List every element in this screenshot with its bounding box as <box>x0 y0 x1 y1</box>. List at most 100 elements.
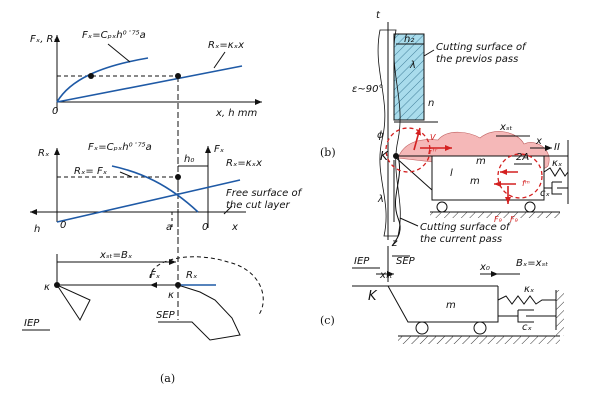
panel-a: Fₓ, Rₓ Fₓ=Cₚₓh⁰˙⁷⁵a Rₓ=κₓx 0 x, h mm Rₓ … <box>22 30 304 385</box>
b-wheel-right <box>524 201 536 213</box>
mid-intersection-point <box>175 174 181 180</box>
c-xst-label: xₛₜ <box>379 270 393 281</box>
b-damper <box>544 181 568 195</box>
b-cutting-prev-label: Cutting surface of the previos pass <box>436 42 529 65</box>
top-formula-leader <box>107 43 131 63</box>
b-cx-label: cₓ <box>540 188 550 199</box>
c-k-label: K <box>368 289 378 304</box>
b-lambda1-label: λ <box>409 60 416 71</box>
panel-c-lines <box>352 246 564 344</box>
b-epsilon-label: ε~90° <box>352 84 384 95</box>
b-m-label: m <box>476 156 486 167</box>
iep-tool-shape <box>55 283 91 322</box>
panel-a-bottom <box>22 254 264 341</box>
mid-formula-f: Fₓ=Cₚₓh⁰˙⁷⁵a <box>88 142 152 153</box>
mid-y-axis-right-label: Fₓ <box>214 144 225 155</box>
mid-h-left-label: h <box>34 224 40 235</box>
c-wheel-right <box>473 321 487 335</box>
b-ffr-arrow <box>413 127 422 151</box>
bottom-iep-label: IEP <box>24 318 40 329</box>
b-v-label: V <box>430 133 436 142</box>
b-fg1-label: F₉ <box>494 215 503 224</box>
b-x-label: x <box>535 136 542 147</box>
bottom-rx-label: Rₓ <box>186 270 198 281</box>
c-cx-label: cₓ <box>522 322 532 333</box>
b-dashed-circle-2 <box>497 153 543 199</box>
mid-free-surface-leader <box>223 205 233 215</box>
b-t-label: t <box>376 10 381 21</box>
bottom-k2-label: κ <box>168 290 174 301</box>
b-ffr-label: Fᶠʳ <box>428 147 438 156</box>
mid-origin-right: 0 <box>202 222 208 233</box>
c-cart-body <box>387 285 499 323</box>
b-red-arrows <box>413 127 518 204</box>
b-n-label: n <box>428 98 434 109</box>
b-2a-label: 2A <box>516 152 529 163</box>
previous-pass-hatched <box>393 33 425 121</box>
mid-free-surface-label: Free surface of the cut layer <box>226 188 304 211</box>
top-formula-f: Fₓ=Cₚₓh⁰˙⁷⁵a <box>82 30 146 41</box>
bottom-xst-label: xₛₜ=Bₓ <box>99 250 133 261</box>
mid-spring-line <box>56 179 241 223</box>
b-ffr2-label: fᵐ <box>522 179 530 188</box>
c-kx-label: κₓ <box>524 284 535 295</box>
panel-c: IEP SEP xₛₜ x₀ Bₓ=xₛₜ K m κₓ cₓ (c) <box>320 246 564 344</box>
b-cutting-cur-label: Cutting surface of the current pass <box>420 222 513 245</box>
c-x0-label: x₀ <box>479 262 490 273</box>
bottom-sep-label: SEP <box>156 310 176 321</box>
panel-a-mid-graph <box>30 146 246 238</box>
c-wall-hatch <box>556 290 564 336</box>
top-y-axis-label: Fₓ, Rₓ <box>30 34 58 45</box>
c-wheel-left <box>415 321 429 335</box>
b-ii-label: II <box>554 142 560 153</box>
caption-a: (a) <box>160 372 175 385</box>
b-fg2-label: F₉ <box>510 215 519 224</box>
b-lambda2-label: λ <box>377 194 384 205</box>
b-phi-label: ϕ <box>377 130 384 141</box>
c-damper <box>498 309 556 323</box>
mid-origin-left: 0 <box>60 220 66 231</box>
c-iep-label: IEP <box>354 256 370 267</box>
b-hz-label: h₂ <box>404 34 414 45</box>
c-m-label: m <box>446 300 456 311</box>
c-ground-hatch <box>398 336 560 344</box>
b-k-point <box>393 153 399 159</box>
mid-y-axis-label: Rₓ <box>38 148 50 159</box>
c-spring <box>497 295 556 305</box>
c-sep-label: SEP <box>396 256 416 267</box>
c-bx-label: Bₓ=xₛₜ <box>516 258 548 269</box>
bottom-k-label: κ <box>44 282 50 293</box>
bottom-k2-point <box>175 282 181 288</box>
b-cart-body <box>431 155 545 201</box>
caption-c: (c) <box>320 314 335 327</box>
b-xst-label: xₛₜ <box>499 122 513 133</box>
mid-formula-r: Rₓ=κₓx <box>226 158 262 169</box>
b-ground-hatch <box>430 212 560 218</box>
mid-h0-label: h₀ <box>184 154 194 165</box>
b-current-pass-curve <box>391 155 401 247</box>
top-intersection-point-2 <box>175 73 181 79</box>
top-origin: 0 <box>52 106 58 117</box>
panel-b: t h₂ Cutting surface of the previos pass… <box>320 10 569 249</box>
mid-force-curve <box>111 165 199 213</box>
top-intersection-point-1 <box>88 73 94 79</box>
b-kx-label: κₓ <box>552 158 563 169</box>
b-cutting-prev-leader <box>423 49 435 57</box>
b-cutting-cur-leader <box>399 217 419 227</box>
caption-b: (b) <box>320 146 336 159</box>
top-formula-r-leader <box>213 51 226 69</box>
mid-a-label: a <box>166 222 172 233</box>
panel-b-lines <box>387 22 569 247</box>
b-dashed-circle <box>385 127 431 173</box>
b-z-label: z <box>391 238 398 249</box>
b-m2-label: m <box>470 176 480 187</box>
bottom-k-point <box>54 282 60 288</box>
top-spring-line <box>56 65 243 103</box>
mid-eq-label: Rₓ= Fₓ <box>74 166 108 177</box>
b-k-label: K <box>380 149 389 163</box>
mid-eq-leader <box>119 171 133 178</box>
mid-x-right-label: x <box>231 222 238 233</box>
b-spring <box>543 167 569 177</box>
top-formula-r: Rₓ=κₓx <box>208 40 244 51</box>
